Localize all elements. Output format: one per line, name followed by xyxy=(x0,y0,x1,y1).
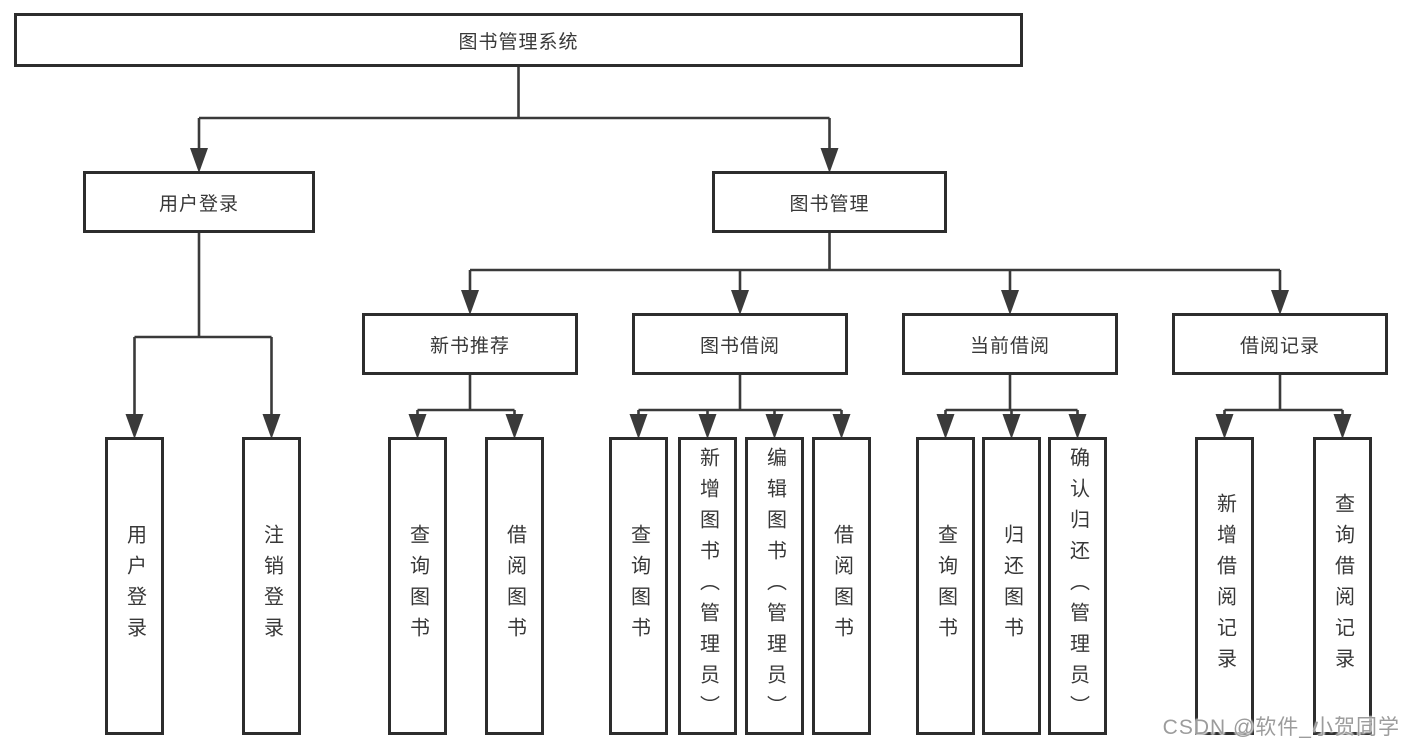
node-label: 图书借阅 xyxy=(699,335,780,357)
node-book-borrowing: 图书借阅 xyxy=(632,313,848,375)
leaf-add-borrow-record: 新增借阅记录 xyxy=(1195,437,1254,735)
leaf-label: 编辑图书（管理员） xyxy=(763,446,786,726)
node-book-management: 图书管理 xyxy=(712,171,947,233)
leaf-label: 查询图书 xyxy=(406,524,429,648)
leaf-borrow-book-borrowing: 借阅图书 xyxy=(812,437,871,735)
leaf-label: 查询借阅记录 xyxy=(1331,493,1354,679)
leaf-logout-login: 注销登录 xyxy=(242,437,301,735)
node-user-login: 用户登录 xyxy=(83,171,315,233)
leaf-edit-book-admin: 编辑图书（管理员） xyxy=(745,437,804,735)
leaf-label: 新增图书（管理员） xyxy=(696,446,719,726)
node-label: 图书管理 xyxy=(789,193,870,215)
leaf-label: 查询图书 xyxy=(934,524,957,648)
node-label: 图书管理系统 xyxy=(458,31,579,53)
leaf-user-login: 用户登录 xyxy=(105,437,164,735)
leaf-label: 确认归还（管理员） xyxy=(1066,446,1089,726)
leaf-label: 注销登录 xyxy=(260,524,283,648)
leaf-query-borrow-record: 查询借阅记录 xyxy=(1313,437,1372,735)
node-label: 借阅记录 xyxy=(1239,335,1320,357)
node-label: 用户登录 xyxy=(158,193,239,215)
csdn-watermark: CSDN @软件_小贺同学 xyxy=(1162,716,1400,739)
leaf-confirm-return-admin: 确认归还（管理员） xyxy=(1048,437,1107,735)
node-new-book-recommend: 新书推荐 xyxy=(362,313,578,375)
leaf-label: 归还图书 xyxy=(1000,524,1023,648)
node-current-borrowing: 当前借阅 xyxy=(902,313,1118,375)
leaf-label: 查询图书 xyxy=(627,524,650,648)
leaf-query-book-recommend: 查询图书 xyxy=(388,437,447,735)
leaf-query-book-current: 查询图书 xyxy=(916,437,975,735)
node-label: 当前借阅 xyxy=(969,335,1050,357)
leaf-query-book-borrowing: 查询图书 xyxy=(609,437,668,735)
leaf-label: 借阅图书 xyxy=(503,524,526,648)
leaf-borrow-book-recommend: 借阅图书 xyxy=(485,437,544,735)
node-borrowing-records: 借阅记录 xyxy=(1172,313,1388,375)
node-label: 新书推荐 xyxy=(429,335,510,357)
leaf-return-book: 归还图书 xyxy=(982,437,1041,735)
leaf-label: 借阅图书 xyxy=(830,524,853,648)
leaf-add-book-admin: 新增图书（管理员） xyxy=(678,437,737,735)
leaf-label: 用户登录 xyxy=(123,524,146,648)
node-library-system: 图书管理系统 xyxy=(14,13,1023,67)
leaf-label: 新增借阅记录 xyxy=(1213,493,1236,679)
